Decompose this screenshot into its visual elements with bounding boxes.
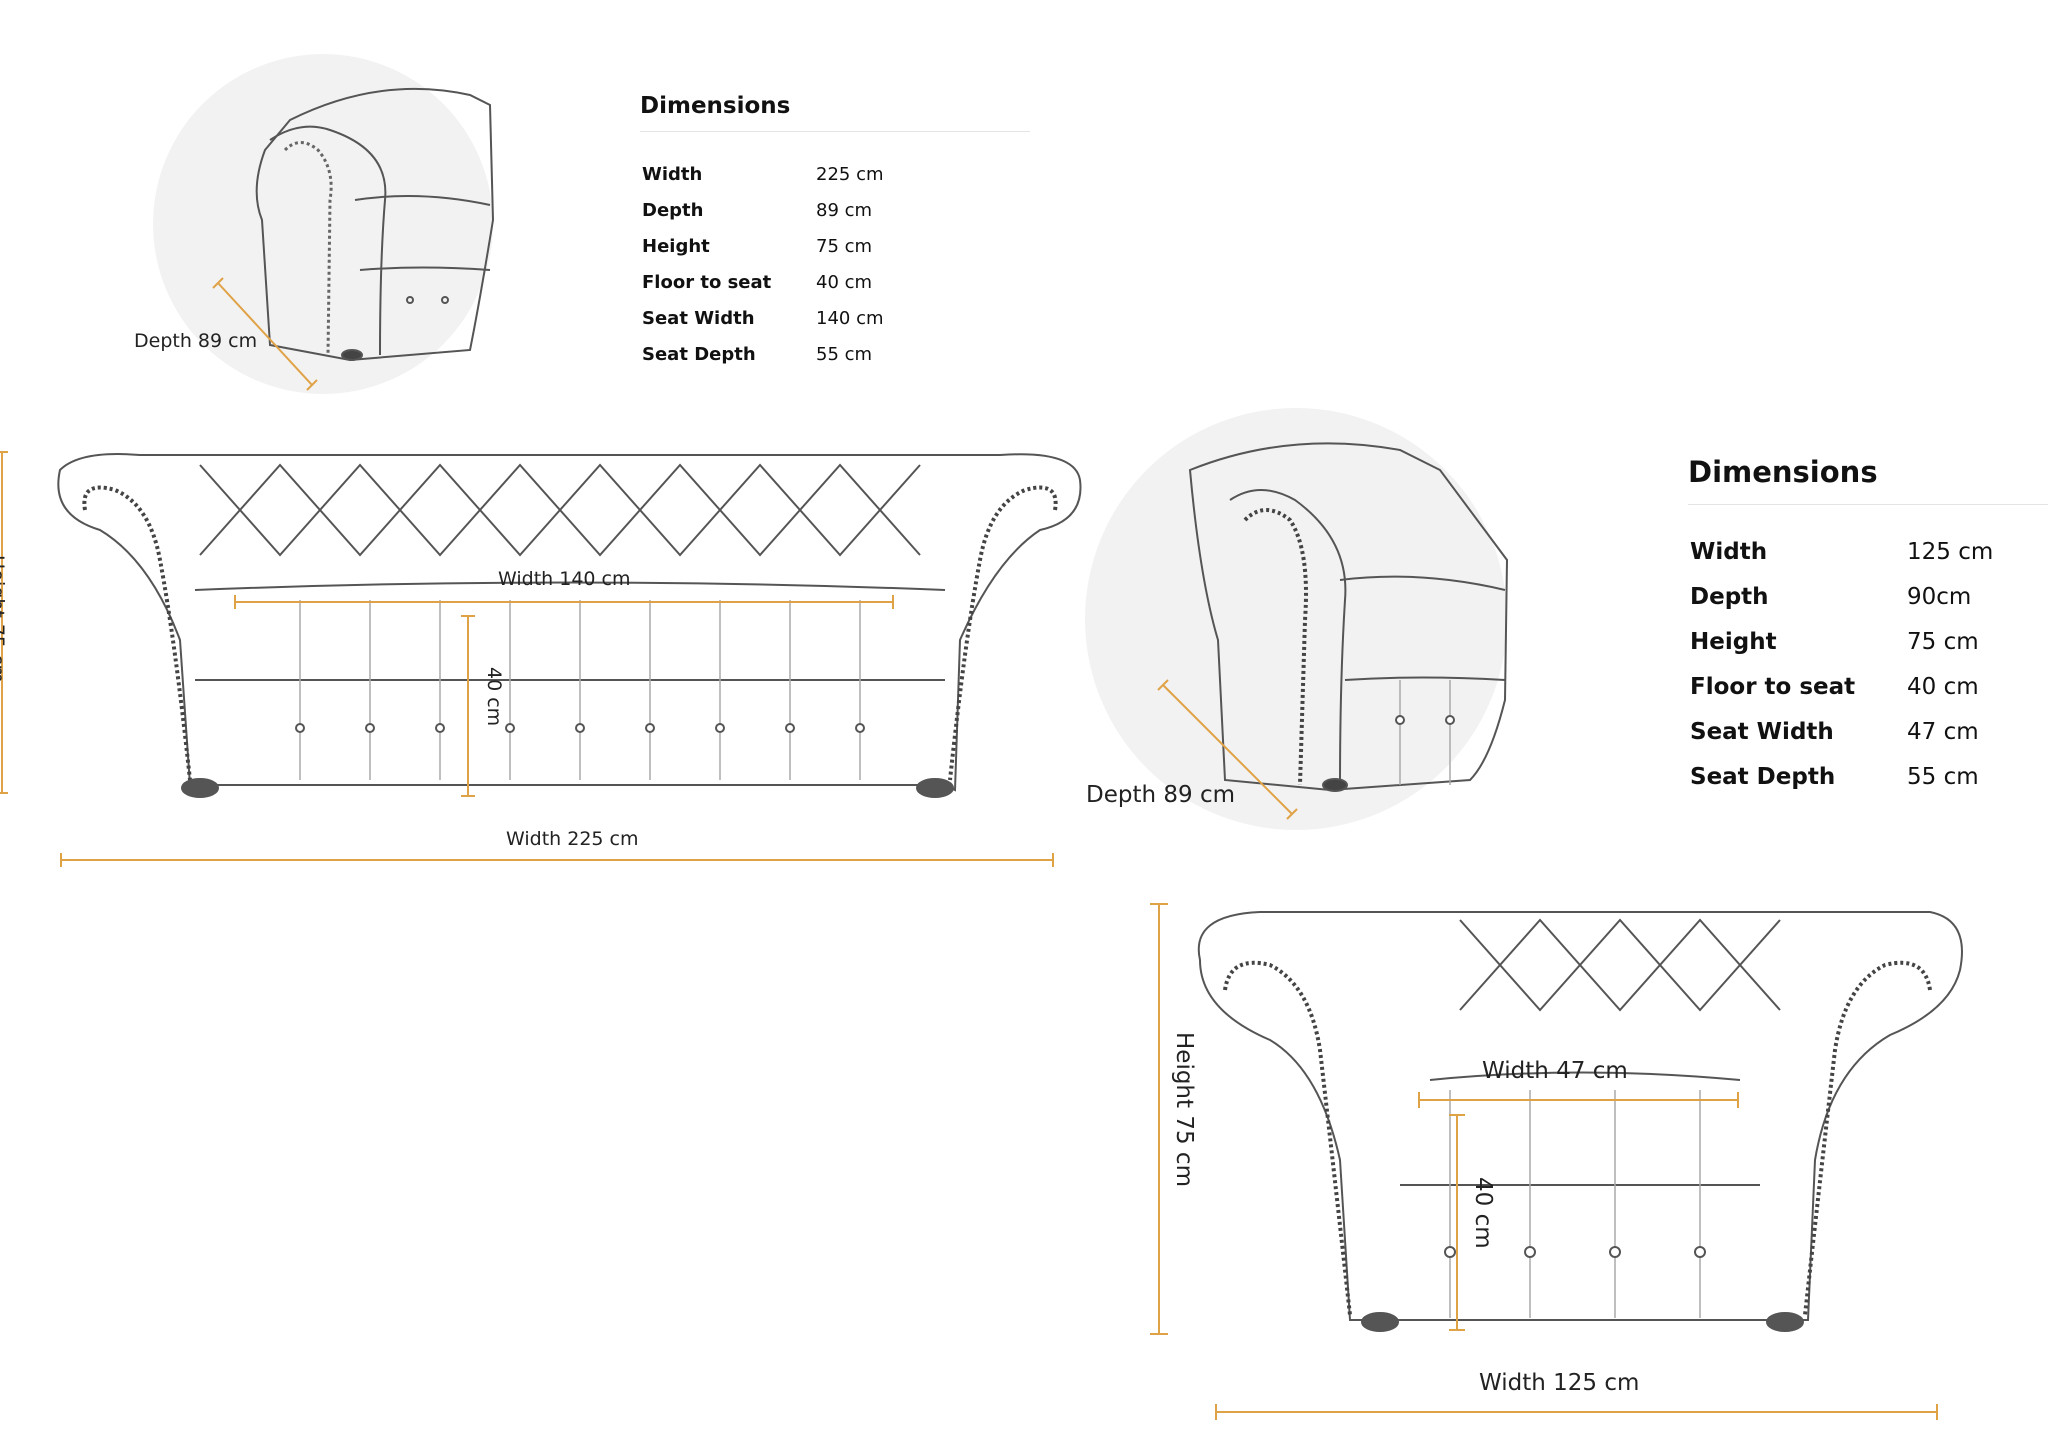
sofa-dimensions-table: Width 225 cm Depth 89 cm Height 75 cm Fl… (642, 156, 884, 372)
table-row: Floor to seat 40 cm (1690, 664, 1993, 709)
dimension-label: Floor to seat (642, 271, 772, 293)
dimension-value: 90cm (1907, 583, 1972, 610)
armchair-depth-label: Depth 89 cm (1086, 782, 1235, 808)
sofa-dimensions-title: Dimensions (640, 93, 791, 119)
dimension-label: Width (642, 163, 703, 185)
armchair-width-label: Width 125 cm (1479, 1370, 1640, 1396)
dimension-label: Seat Depth (642, 343, 756, 365)
dimension-label: Floor to seat (1690, 673, 1856, 700)
table-row: Width 125 cm (1690, 529, 1993, 574)
table-row: Seat Width 140 cm (642, 300, 884, 336)
armchair-dimensions-divider (1688, 504, 2048, 505)
dimension-label: Depth (1690, 583, 1769, 610)
sofa-depth-label: Depth 89 cm (134, 330, 258, 352)
table-row: Seat Depth 55 cm (642, 336, 884, 372)
sofa-seat-width-label: Width 140 cm (498, 568, 631, 590)
table-row: Seat Depth 55 cm (1690, 754, 1993, 799)
dimension-value: 40 cm (1907, 673, 1979, 700)
armchair-dimensions-title: Dimensions (1688, 455, 1878, 489)
table-row: Height 75 cm (1690, 619, 1993, 664)
dimension-value: 225 cm (816, 163, 884, 185)
table-row: Seat Width 47 cm (1690, 709, 1993, 754)
armchair-seat-height-label: 40 cm (1470, 1177, 1496, 1249)
dimension-value: 47 cm (1907, 718, 1979, 745)
dimension-label: Depth (642, 199, 704, 221)
dimension-value: 125 cm (1907, 538, 1994, 565)
table-row: Depth 90cm (1690, 574, 1993, 619)
dimension-value: 75 cm (816, 235, 873, 257)
armchair-seat-width-label: Width 47 cm (1482, 1058, 1628, 1084)
sofa-width-label: Width 225 cm (506, 828, 639, 850)
dimension-label: Width (1690, 538, 1768, 565)
dimension-label: Height (1690, 628, 1777, 655)
armchair-dimensions-table: Width 125 cm Depth 90cm Height 75 cm Flo… (1690, 529, 1993, 799)
dimension-label: Seat Width (1690, 718, 1834, 745)
table-row: Depth 89 cm (642, 192, 884, 228)
armchair-height-label: Height 75 cm (1171, 1032, 1197, 1187)
dimension-label: Seat Depth (1690, 763, 1836, 790)
dimension-label: Height (642, 235, 710, 257)
sofa-side-view-circle (153, 54, 493, 394)
table-row: Floor to seat 40 cm (642, 264, 884, 300)
sofa-dimensions-divider (640, 131, 1030, 132)
table-row: Height 75 cm (642, 228, 884, 264)
dimension-value: 89 cm (816, 199, 873, 221)
dimension-value: 55 cm (816, 343, 873, 365)
dimension-value: 40 cm (816, 271, 873, 293)
dimension-value: 140 cm (816, 307, 884, 329)
dimension-value: 55 cm (1907, 763, 1979, 790)
dimension-label: Seat Width (642, 307, 755, 329)
table-row: Width 225 cm (642, 156, 884, 192)
armchair-side-view-circle (1085, 408, 1507, 830)
dimension-value: 75 cm (1907, 628, 1979, 655)
